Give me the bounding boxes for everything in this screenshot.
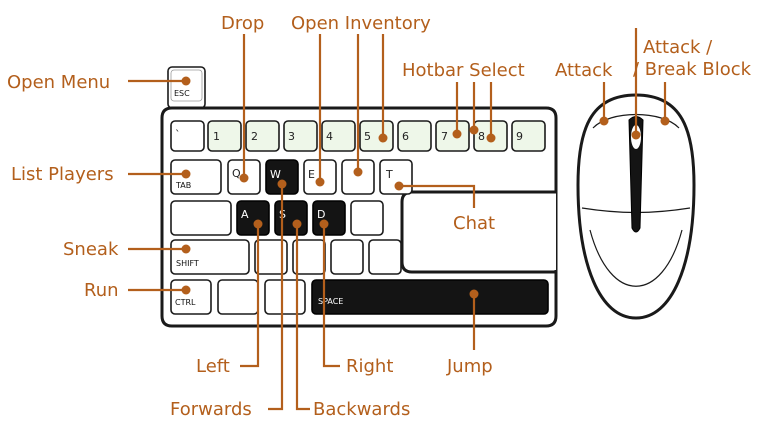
label-attack-break-2: / Break Block (633, 59, 752, 80)
key-space: SPACE (311, 279, 549, 315)
key-tab: TAB (170, 159, 222, 195)
key-6: 6 (397, 120, 432, 152)
svg-text:CTRL: CTRL (175, 298, 196, 307)
key-d: D (312, 200, 346, 236)
leader-left (240, 224, 260, 368)
key-backtick: ` (170, 120, 205, 152)
key-a: A (236, 200, 270, 236)
dot-sneak (181, 244, 191, 254)
key-v (368, 239, 402, 275)
label-drop: Drop (221, 13, 264, 34)
dot-right (319, 219, 329, 229)
key-9: 9 (511, 120, 546, 152)
leader-chat (399, 184, 476, 208)
key-alt (264, 279, 306, 315)
key-5: 5 (359, 120, 394, 152)
svg-text:6: 6 (402, 130, 409, 143)
svg-text:D: D (317, 208, 325, 221)
key-esc: ESC (167, 66, 206, 109)
key-4: 4 (321, 120, 356, 152)
label-run: Run (84, 280, 119, 301)
label-forwards: Forwards (170, 399, 252, 420)
key-shift: SHIFT (170, 239, 250, 275)
dot-run (181, 285, 191, 295)
svg-text:E: E (308, 168, 315, 181)
key-z (254, 239, 288, 275)
svg-text:SHIFT: SHIFT (176, 259, 199, 268)
leader-forwards (268, 184, 284, 411)
keyboard-notch (402, 192, 556, 270)
dot-open-menu (181, 76, 191, 86)
svg-text:7: 7 (441, 130, 448, 143)
svg-text:8: 8 (478, 130, 485, 143)
label-open-menu: Open Menu (7, 72, 110, 93)
svg-text:Q: Q (232, 167, 241, 180)
label-list-players: List Players (11, 164, 114, 185)
svg-text:2: 2 (251, 130, 258, 143)
dot-attack (599, 116, 609, 126)
dot-open-inventory-r (353, 167, 363, 177)
svg-text:TAB: TAB (175, 181, 191, 190)
dot-jump (469, 289, 479, 299)
dot-backwards (292, 219, 302, 229)
dot-attack-break-wheel (631, 130, 641, 140)
key-capslock (170, 200, 232, 236)
key-esc-label: ESC (174, 89, 190, 98)
svg-text:9: 9 (516, 130, 523, 143)
dot-list-players (181, 169, 191, 179)
key-s: S (274, 200, 308, 236)
svg-text:1: 1 (213, 130, 220, 143)
dot-open-inventory-5 (378, 133, 388, 143)
svg-text:3: 3 (288, 130, 295, 143)
leader-right (322, 224, 340, 368)
dot-chat (394, 181, 404, 191)
key-ctrl: CTRL (170, 279, 212, 315)
key-3: 3 (283, 120, 318, 152)
svg-text:4: 4 (326, 130, 333, 143)
key-c (330, 239, 364, 275)
label-attack-break-1: Attack / (643, 37, 713, 58)
dot-attack-break-right (660, 116, 670, 126)
dot-drop (239, 173, 249, 183)
label-right: Right (346, 356, 393, 377)
svg-text:A: A (241, 208, 249, 221)
key-win (217, 279, 259, 315)
label-backwards: Backwards (313, 399, 410, 420)
dot-forwards (277, 179, 287, 189)
dot-left (253, 219, 263, 229)
svg-text:5: 5 (364, 130, 371, 143)
leader-backwards (295, 224, 310, 411)
svg-text:W: W (270, 168, 281, 181)
label-sneak: Sneak (63, 239, 119, 260)
label-chat: Chat (453, 213, 495, 234)
dot-open-inventory-e (315, 177, 325, 187)
label-hotbar-select: Hotbar Select (402, 60, 525, 81)
key-7: 7 (435, 120, 470, 152)
label-left: Left (196, 356, 230, 377)
svg-text:SPACE: SPACE (318, 297, 343, 306)
label-open-inventory: Open Inventory (291, 13, 431, 34)
key-w: W (265, 159, 299, 195)
mouse (576, 93, 696, 320)
label-jump: Jump (446, 356, 493, 377)
dot-hotbar-a (452, 129, 462, 139)
key-f (350, 200, 384, 236)
svg-text:T: T (385, 168, 393, 181)
key-2: 2 (245, 120, 280, 152)
dot-hotbar-b (469, 125, 479, 135)
dot-hotbar-c (486, 133, 496, 143)
label-attack: Attack (555, 60, 613, 81)
key-1: 1 (207, 120, 242, 152)
svg-text:`: ` (175, 128, 181, 141)
